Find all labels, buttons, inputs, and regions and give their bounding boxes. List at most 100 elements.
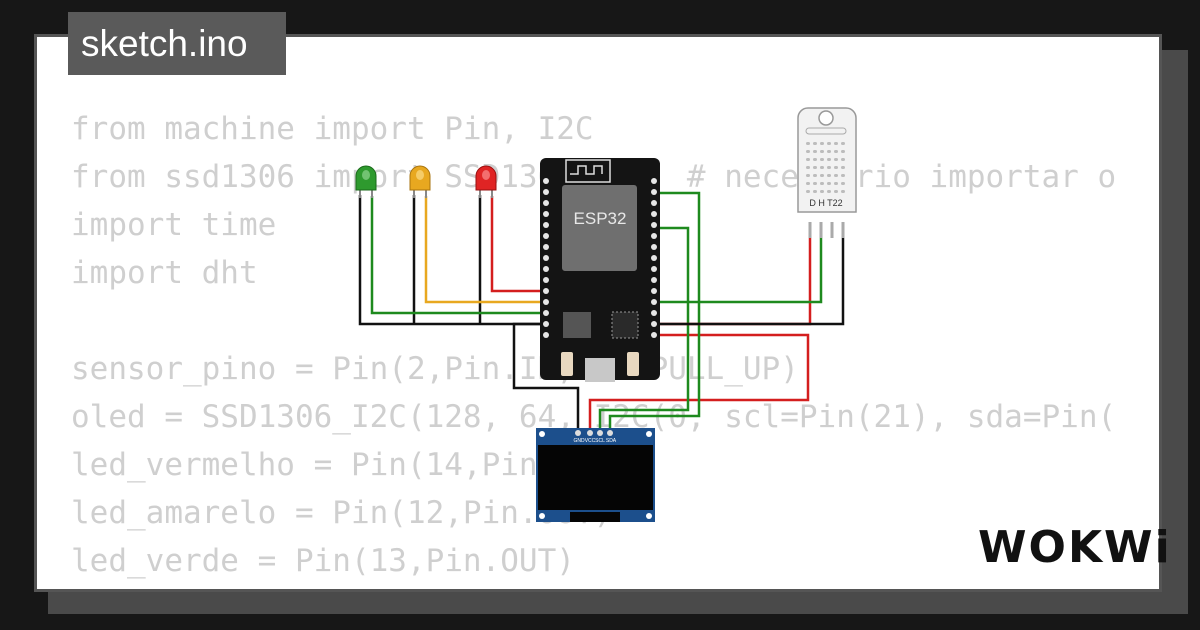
file-tab[interactable]: sketch.ino [68, 12, 286, 75]
dht22-label: D H T22 [809, 198, 842, 208]
esp32-pin [543, 266, 549, 272]
esp32-pin [651, 255, 657, 261]
dht22-vent [813, 142, 817, 145]
dht22-vent [841, 190, 845, 193]
dht22-vent [841, 174, 845, 177]
dht22-vent [806, 166, 810, 169]
esp32-pin [543, 244, 549, 250]
wires [358, 191, 845, 432]
esp32-pin [543, 288, 549, 294]
dht22-vent [806, 190, 810, 193]
esp32-pin [543, 310, 549, 316]
esp32-pin [651, 211, 657, 217]
oled-pin-scl: SCL [595, 438, 605, 444]
dht22-vent [827, 190, 831, 193]
dht22-grille [806, 142, 845, 193]
dht22-vent [841, 150, 845, 153]
dht22-vent [834, 190, 838, 193]
esp32-pin [651, 321, 657, 327]
esp32-pin [543, 233, 549, 239]
dht22-vent [834, 150, 838, 153]
esp32-pin [543, 299, 549, 305]
wire-oled-vcc [588, 333, 810, 432]
dht22-vent [834, 158, 838, 161]
dht22-vent [841, 182, 845, 185]
dht22-vent [813, 150, 817, 153]
wire-green-led [370, 196, 546, 315]
dht22-vent [806, 182, 810, 185]
esp32-pin [651, 288, 657, 294]
esp32-pin [543, 200, 549, 206]
dht22-vent [827, 150, 831, 153]
esp32-pin [543, 211, 549, 217]
esp32-board: ESP32 [540, 158, 660, 382]
oled-display: GND VCC SCL SDA [536, 428, 655, 522]
dht22-vent [813, 166, 817, 169]
dht22-vent [820, 142, 824, 145]
esp32-pin [543, 277, 549, 283]
wire-oled-scl [598, 226, 690, 432]
dht22-vent [806, 150, 810, 153]
code-line: led_verde = Pin(13,Pin.OUT) [71, 543, 575, 579]
oled-pin-gnd: GND [573, 438, 585, 444]
esp32-pin [651, 310, 657, 316]
dht22-vent [813, 190, 817, 193]
esp32-label: ESP32 [574, 209, 627, 228]
dht22-vent [827, 182, 831, 185]
dht22-vent [820, 174, 824, 177]
esp32-pin [651, 277, 657, 283]
dht22-vent [834, 142, 838, 145]
dht22-vent [806, 142, 810, 145]
esp32-pin [651, 222, 657, 228]
esp32-pin [543, 321, 549, 327]
dht22-vent [834, 166, 838, 169]
dht22-vent [820, 182, 824, 185]
esp32-pin [651, 233, 657, 239]
esp32-pin [543, 332, 549, 338]
dht22-vent [841, 142, 845, 145]
dht22-vent [841, 158, 845, 161]
dht22-vent [820, 190, 824, 193]
wire-red-led [490, 196, 546, 293]
dht22-vent [806, 158, 810, 161]
dht22-vent [820, 158, 824, 161]
dht22-vent [820, 166, 824, 169]
esp32-pin [651, 178, 657, 184]
dht22-vent [813, 174, 817, 177]
oled-pin-vcc: VCC [585, 438, 596, 444]
dht22-vent [813, 182, 817, 185]
esp32-pin [651, 189, 657, 195]
dht22-vent [827, 166, 831, 169]
dht22-vent [827, 142, 831, 145]
wire-oled-gnd [512, 322, 580, 432]
dht22-vent [841, 166, 845, 169]
wire-dht-vcc [654, 236, 812, 326]
wire-dht-gnd [654, 236, 845, 326]
esp32-pin [651, 244, 657, 250]
led-red [475, 165, 497, 198]
wokwi-logo: WOKWi [978, 522, 1172, 573]
esp32-pin [651, 266, 657, 272]
wire-yellow-led [424, 196, 546, 304]
esp32-pin [543, 178, 549, 184]
oled-pin-sda: SDA [606, 438, 617, 444]
led-yellow [409, 165, 431, 198]
esp32-pin [651, 200, 657, 206]
code-line: import dht [71, 255, 258, 291]
dht22-vent [827, 158, 831, 161]
esp32-pin [543, 222, 549, 228]
dht22-vent [813, 158, 817, 161]
esp32-pin [543, 189, 549, 195]
dht22-vent [820, 150, 824, 153]
code-line: import time [71, 207, 277, 243]
dht22-vent [806, 174, 810, 177]
wire-oled-sda [608, 191, 701, 432]
esp32-pin [651, 299, 657, 305]
dht22-vent [834, 174, 838, 177]
dht22-vent [834, 182, 838, 185]
dht22-vent [827, 174, 831, 177]
wire-gnd-black [358, 195, 546, 326]
dht22-sensor: D H T22 [797, 107, 857, 238]
code-line: from machine import Pin, I2C [71, 111, 594, 147]
